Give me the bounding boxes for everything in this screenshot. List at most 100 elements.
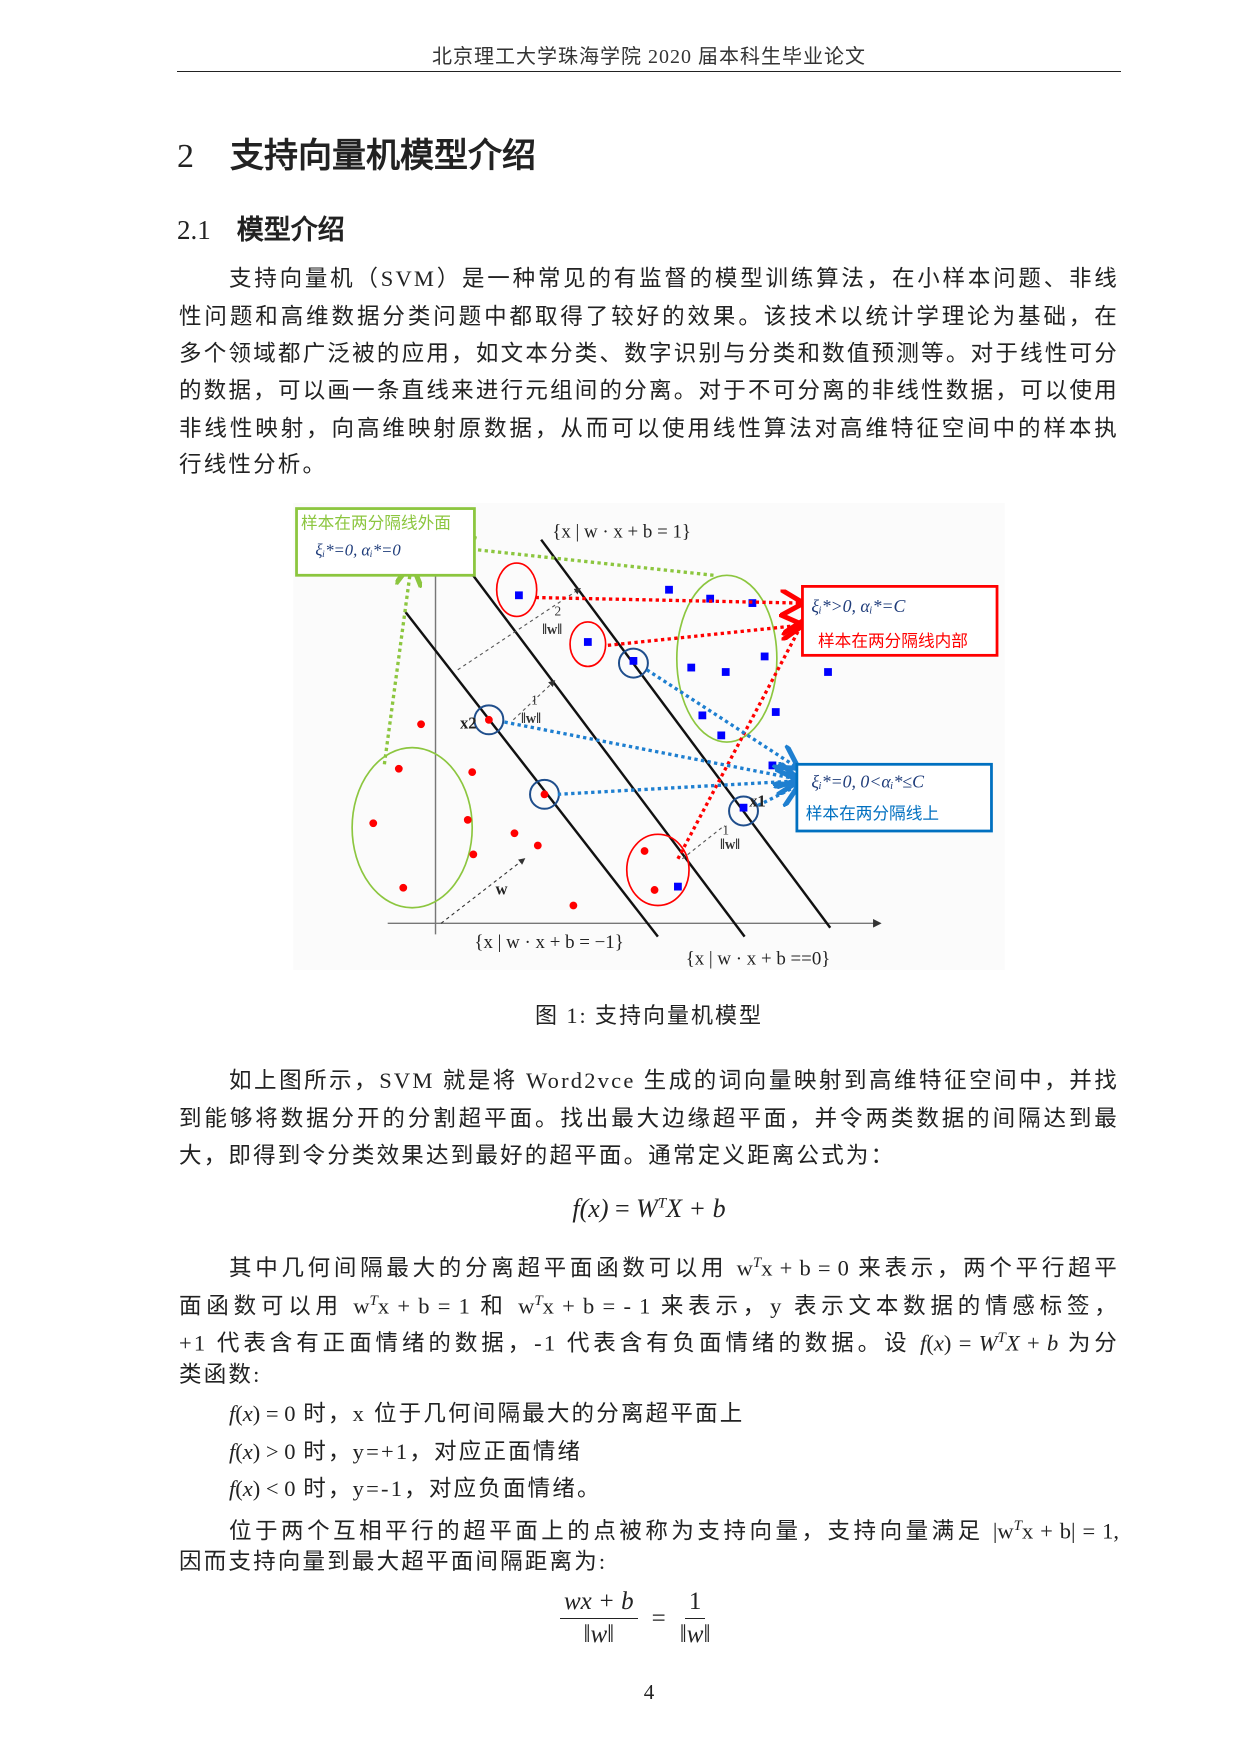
blue-sample-square [629,656,638,665]
text-run: 时，x 位于几何间隔最大的分离超平面上 [295,1401,745,1426]
blue-sample-square [760,652,769,661]
green-dotted-arrow [456,547,714,577]
math-roman: w [736,1255,753,1281]
eq-f: f [572,1194,580,1223]
red-sample-dot [399,883,408,892]
hyperplane-zero [467,568,746,938]
red-sample-dot [650,886,659,894]
blue-sample-square [706,594,715,603]
text-run: 来表示，两个平行超平 [848,1255,1119,1281]
red-sample-dot [417,720,425,729]
w-vector [440,858,526,924]
blue-sample-square [824,668,832,676]
margin-1-arrow [512,680,556,721]
math-roman: w [518,1293,535,1319]
blue-sample-square [665,585,673,594]
blue-sample-square [674,882,682,891]
blue-box-title: 样本在两分隔线上 [806,804,939,823]
green-box-title: 样本在两分隔线外面 [301,514,451,533]
math-roman: ) > 0 [252,1439,296,1464]
margin-2-arrow [457,588,581,671]
margin-1-denominator: ‖w‖ [521,711,541,727]
red-box-title: 样本在两分隔线内部 [818,631,968,650]
paragraph-line: 的数据，可以画一条直线来进行元组间的分离。对于不可分离的非线性数据，可以使用 [179,376,1119,406]
support-vector-circle [617,647,649,679]
support-vector-circle [728,795,759,827]
text-run: +1 代表含有正面情绪的数据，-1 代表含有负面情绪的数据。设 [179,1330,921,1356]
margin-1-arrow-right [682,825,725,860]
blue-dotted-arrow [504,720,795,779]
blue-sample-square [717,731,726,740]
red-sample-dot [569,901,578,910]
red-sample-dot [469,850,478,859]
math-italic: b [1047,1330,1059,1356]
blue-box-condition: ξᵢ*=0, 0<αᵢ*≤C [811,772,925,792]
text-run: 时，y=+1，对应正面情绪 [295,1439,583,1464]
math-roman: x + b = 1 [377,1293,470,1319]
superscript: T [752,1255,762,1271]
numerator: 1 [684,1588,706,1619]
blue-sample-square [739,803,748,812]
red-sample-dot [463,816,472,824]
blue-dotted-arrow [757,787,796,806]
blue-sample-square [771,708,780,716]
chapter-title: 2 支持向量机模型介绍 [177,128,536,177]
text-run: 位于两个互相平行的超平面上的点被称为支持向量，支持向量满足 [229,1518,993,1544]
margin-1r-numerator: 1 [722,822,729,837]
blue-dotted-arrow [645,668,796,767]
math-italic: X [1005,1330,1020,1356]
paragraph-line: 多个领域都广泛被的应用，如文本分类、数字识别与分类和数值预测等。对于线性可分 [179,339,1119,369]
blue-sample-square [515,591,523,600]
paragraph-line: 类函数: [179,1360,1119,1390]
equals: = [651,1604,666,1632]
superscript: T [997,1330,1006,1346]
fraction-left: wx + b‖w‖ [560,1588,638,1649]
text-run: 大，即得到令分类效果达到最好的超平面。通常定义距离公式为： [179,1143,896,1168]
text-run: 面函数可以用 [179,1293,354,1319]
math-italic: x [242,1476,253,1501]
denominator: ‖w‖ [679,1621,711,1648]
math-italic: W [978,1330,998,1356]
superscript: T [534,1293,543,1309]
blue-sample-square [698,711,707,720]
hyperplane-plus [540,538,832,929]
red-sample-dot [640,847,649,855]
text-run: 时，y=-1，对应负面情绪。 [295,1476,602,1501]
text-run: 多个领域都广泛被的应用，如文本分类、数字识别与分类和数值预测等。对于线性可分 [179,341,1119,366]
chapter-number: 2 [177,138,194,175]
math-italic: x [242,1439,253,1464]
paragraph-line: 行线性分析。 [179,450,1119,480]
equation-margin-distance: wx + b‖w‖ = 1‖w‖ [560,1588,710,1649]
red-sample-dot [533,841,542,850]
blue-sample-square [768,761,777,770]
text-run: 和 [469,1293,519,1319]
paragraph-line: 位于两个互相平行的超平面上的点被称为支持向量，支持向量满足 |wTx + b| … [229,1511,1119,1544]
math-roman: x + b = 0 [761,1255,849,1281]
paragraph-line: 其中几何间隔最大的分离超平面函数可以用 wTx + b = 0 来表示，两个平行… [229,1248,1119,1281]
w-label: w [496,879,508,898]
math-roman: ) = [943,1330,979,1356]
math-roman: x + b = - 1 [542,1293,651,1319]
text-run: 非线性映射，向高维映射原数据，从而可以使用线性算法对高维特征空间中的样本执 [179,416,1119,441]
red-dotted-arrow [676,623,803,860]
red-legend-box [801,585,999,657]
text-run: 如上图所示，SVM 就是将 Word2vce 生成的词向量映射到高维特征空间中，… [229,1068,1119,1093]
red-dotted-arrow [607,625,800,647]
hyperplane-minus-label: {x | w · x + b = −1} [474,932,623,953]
x2-label: x2 [460,714,477,733]
text-run: 行线性分析。 [179,452,328,477]
margin-1-numerator: 1 [531,692,538,707]
red-sample-dot [468,768,477,776]
red-sample-dot [484,715,493,724]
paragraph-line: 因而支持向量到最大超平面间隔距离为: [179,1547,1119,1577]
chapter-title-text: 支持向量机模型介绍 [230,138,536,175]
superscript: T [1013,1518,1022,1534]
denominator: ‖w‖ [583,1621,615,1648]
blue-sample-square [748,599,757,607]
red-circle [625,833,690,907]
math-roman: ( [235,1476,243,1501]
red-sample-dot [394,764,403,773]
eq-W: W [636,1194,658,1223]
blue-sample-square [721,668,730,676]
hyperplane-zero-label: {x | w · x + b ==0} [686,948,831,969]
